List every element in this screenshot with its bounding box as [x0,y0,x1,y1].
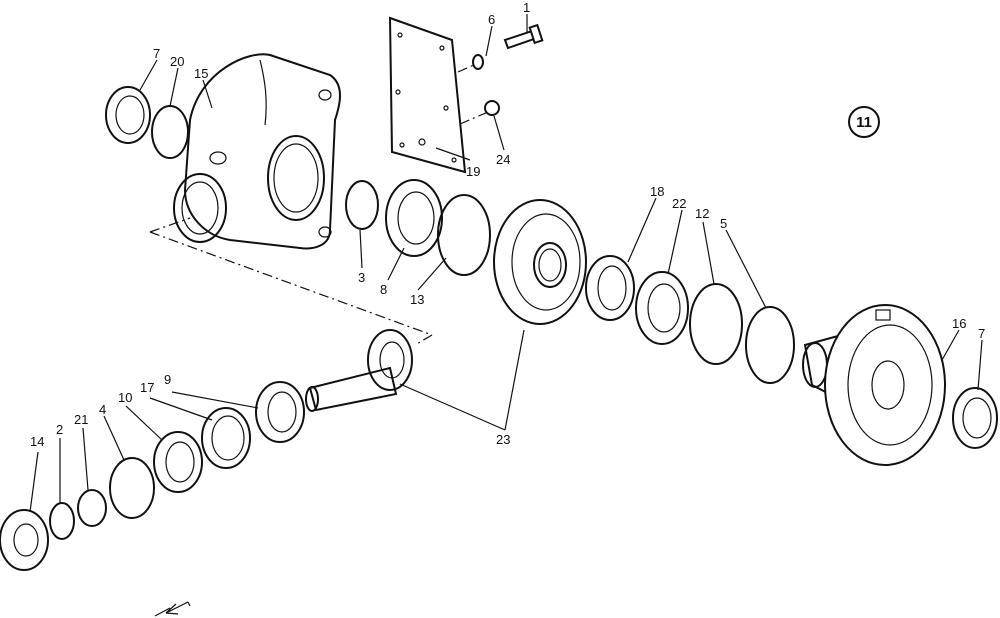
figure-number-badge: 11 [848,106,880,138]
figure-number: 11 [856,114,872,131]
spacer-17 [201,407,251,469]
nut [484,100,500,116]
bolt [503,23,544,50]
circlip-4 [109,457,155,519]
callout-7-top: 7 [153,46,160,61]
circlip-5 [745,306,795,384]
callout-20: 20 [170,54,184,69]
bearing-left [105,86,151,144]
callout-9: 9 [164,372,171,387]
callout-3: 3 [358,270,365,285]
leader-lines [29,14,983,513]
callout-2: 2 [56,422,63,437]
callout-21: 21 [74,412,88,427]
callout-16: 16 [952,316,966,331]
ring-2 [49,502,75,540]
gear-housing [173,53,341,250]
direction-arrow-icon [154,601,191,617]
washer-21 [77,489,107,527]
ring-12 [689,283,743,365]
callout-22: 22 [672,196,686,211]
callout-8: 8 [380,282,387,297]
spacer-18 [585,255,635,321]
circlip-housing [151,105,189,159]
bearing-22 [635,271,689,345]
bevel-gear [493,199,587,325]
ring-13 [437,194,491,276]
bearing-8 [385,179,443,257]
pinion-shaft [305,329,413,412]
bearing-right [952,387,998,449]
bearing-9 [255,381,305,443]
callout-18: 18 [650,184,664,199]
seal-14 [0,509,49,571]
callout-10: 10 [118,390,132,405]
cover-plate [388,16,467,174]
callout-13: 13 [410,292,424,307]
flange-hub [802,304,946,466]
callout-4: 4 [99,402,106,417]
callout-24: 24 [496,152,510,167]
callout-19: 19 [466,164,480,179]
callout-14: 14 [30,434,44,449]
circlip [345,180,379,230]
callout-1: 1 [523,0,530,15]
callout-5: 5 [720,216,727,231]
callout-23: 23 [496,432,510,447]
callout-15: 15 [194,66,208,81]
callout-7-right: 7 [978,326,985,341]
callout-17: 17 [140,380,154,395]
callout-12: 12 [695,206,709,221]
washer [472,54,484,70]
bearing-10 [153,431,203,493]
callout-6: 6 [488,12,495,27]
